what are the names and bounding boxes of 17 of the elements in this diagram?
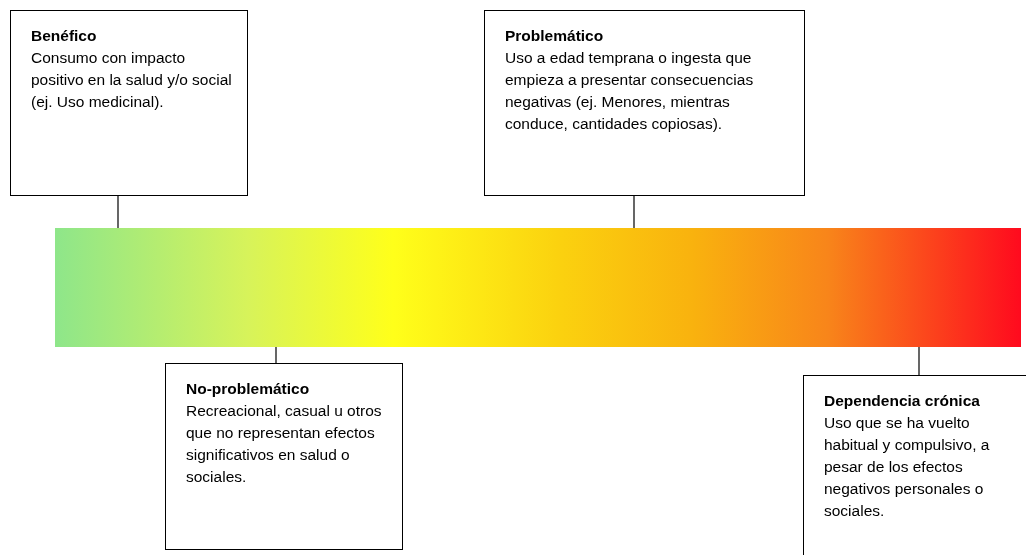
leader-line [117, 195, 119, 229]
callout-box [165, 363, 403, 550]
box-text: Recreacional, casual u otros que no representan efectos significativos en salud o sociales. [186, 401, 383, 487]
box-heading: Problemático [505, 26, 605, 46]
callout-box [484, 10, 805, 196]
leader-line [918, 346, 920, 376]
box-heading: Dependencia crónica [824, 391, 981, 411]
leader-line [633, 195, 635, 229]
box-text: Uso que se ha vuelto habitual y compulsivo, a pesar de los efectos negativos personales o sociales. [824, 413, 991, 521]
box-heading: Benéfico [31, 26, 98, 46]
box-heading: No-problemático [186, 379, 311, 399]
callout-box [10, 10, 248, 196]
gradient-bar [55, 228, 1021, 347]
leader-line [275, 346, 277, 364]
callout-box [803, 375, 1026, 555]
box-text: Uso a edad temprana o ingesta que empieza a presentar consecuencias negativas (ej. Menores, mientras conduce, cantidades copiosas). [505, 48, 755, 134]
box-text: Consumo con impacto positivo en la salud y/o social (ej. Uso medicinal). [31, 48, 233, 112]
